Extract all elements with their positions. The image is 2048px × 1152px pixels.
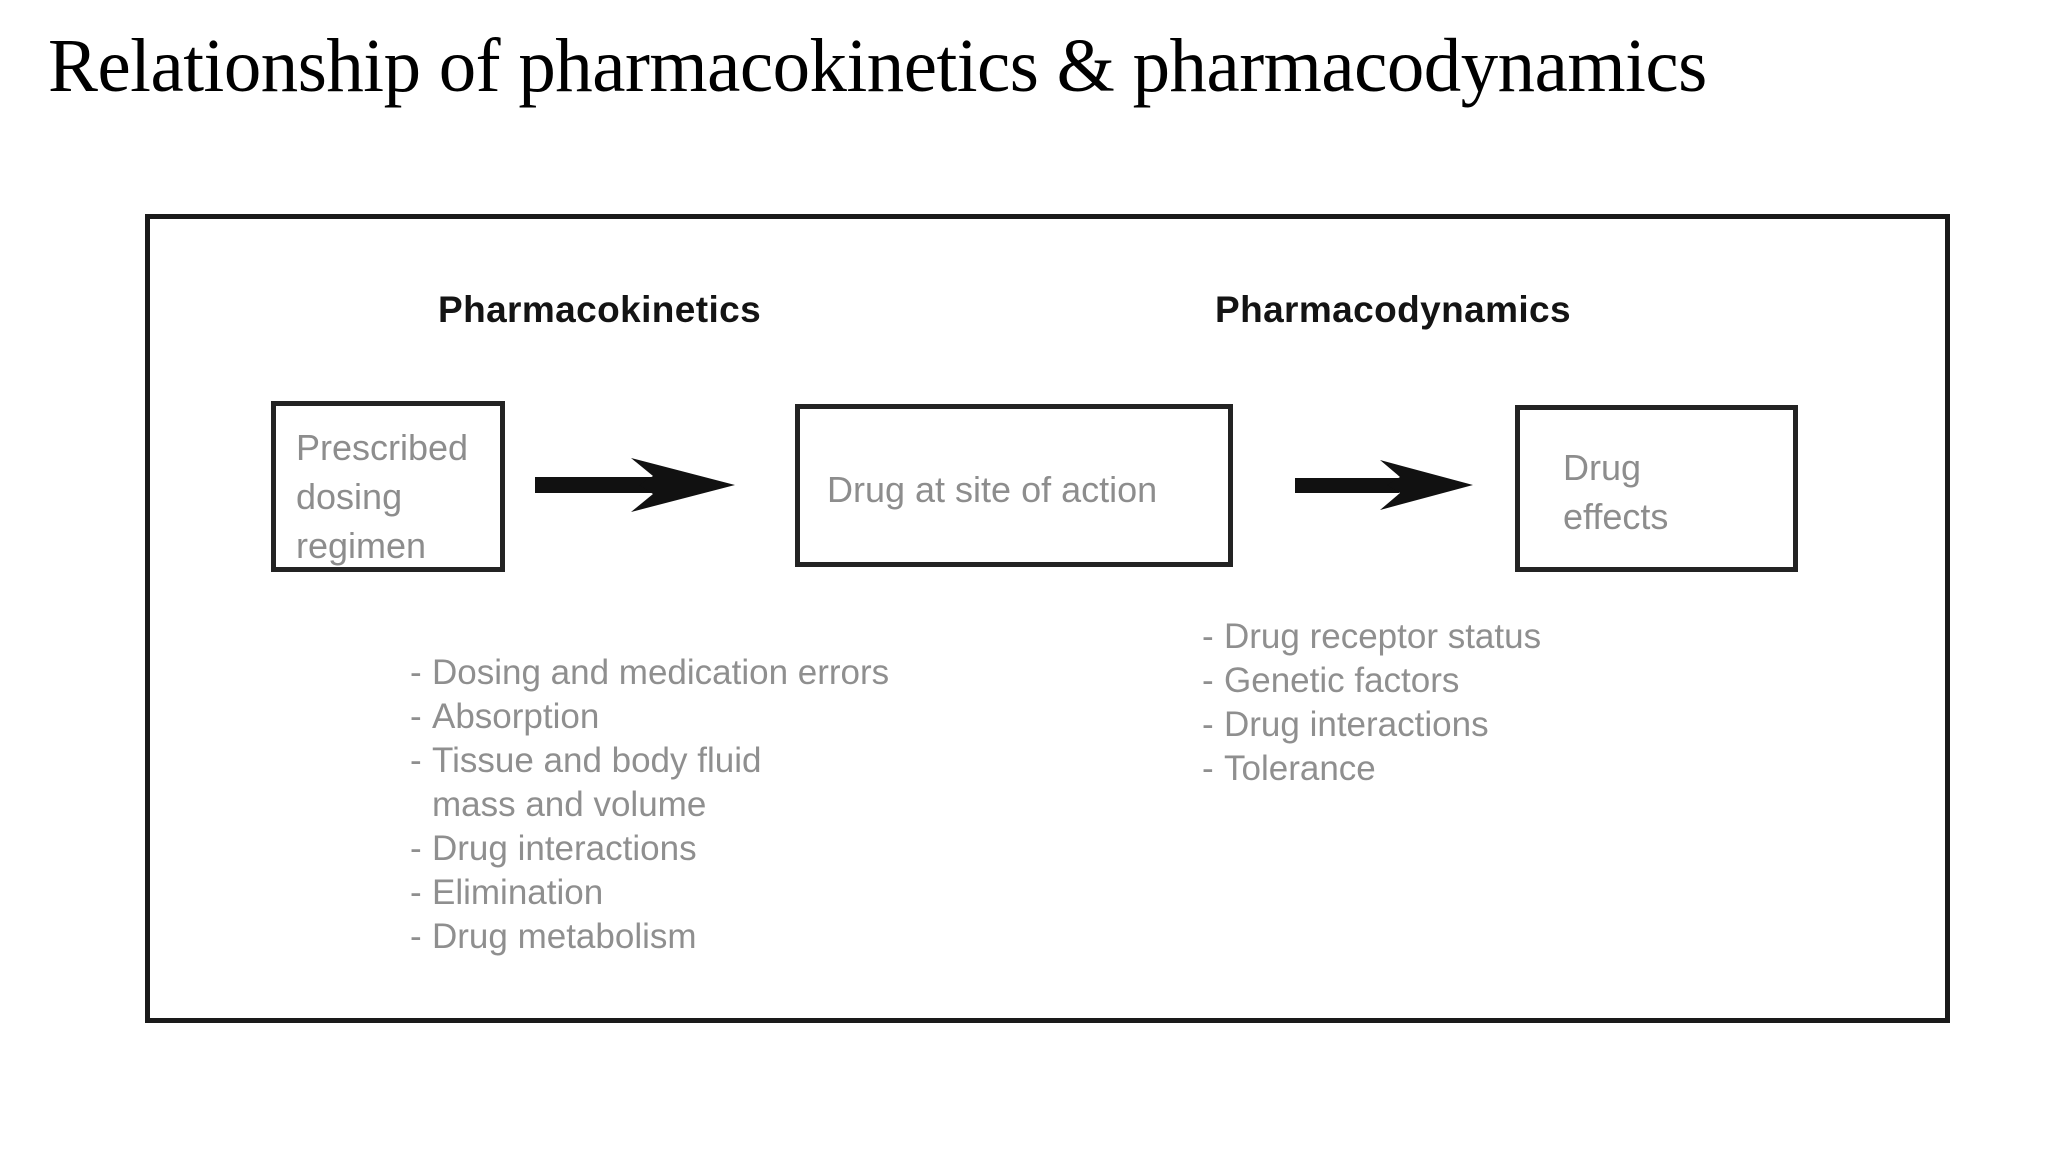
box-prescribed-dosing-regimen-label: Prescribed dosing regimen xyxy=(296,427,469,566)
list-item-label: Tolerance xyxy=(1224,749,1376,788)
list-item: -Genetic factors xyxy=(1202,659,1541,703)
list-item: -Dosing and medication errors xyxy=(410,651,889,695)
list-item-label: Elimination xyxy=(432,873,604,912)
list-bullet-dash: - xyxy=(410,697,422,736)
list-bullet-dash: - xyxy=(1202,749,1214,788)
list-bullet-dash: - xyxy=(410,917,422,956)
list-item-label: Drug receptor status xyxy=(1224,617,1542,656)
figure-frame: Pharmacokinetics Pharmacodynamics Prescr… xyxy=(145,214,1950,1023)
list-item-label: Genetic factors xyxy=(1224,661,1460,700)
box-drug-effects-label: Drug effects xyxy=(1563,447,1669,537)
list-item: -Tissue and body fluid mass and volume xyxy=(410,739,889,827)
list-item: -Drug receptor status xyxy=(1202,615,1541,659)
box-prescribed-dosing-regimen: Prescribed dosing regimen xyxy=(271,401,505,572)
list-pharmacodynamics-factors: -Drug receptor status-Genetic factors-Dr… xyxy=(1202,615,1541,791)
list-item: -Tolerance xyxy=(1202,747,1541,791)
list-item: -Drug interactions xyxy=(1202,703,1541,747)
list-item-label: Tissue and body fluid xyxy=(432,741,762,780)
box-drug-effects: Drug effects xyxy=(1515,405,1798,572)
list-item-label: Drug interactions xyxy=(432,829,697,868)
list-bullet-dash: - xyxy=(410,873,422,912)
arrow-right-icon xyxy=(1295,460,1473,510)
box-drug-at-site-of-action: Drug at site of action xyxy=(795,404,1233,567)
box-drug-at-site-of-action-label: Drug at site of action xyxy=(827,469,1158,510)
page-title: Relationship of pharmacokinetics & pharm… xyxy=(48,24,1707,108)
list-item-label: Drug metabolism xyxy=(432,917,697,956)
list-pharmacokinetics-factors: -Dosing and medication errors-Absorption… xyxy=(410,651,889,959)
list-item-continuation: mass and volume xyxy=(432,785,707,824)
list-bullet-dash: - xyxy=(1202,617,1214,656)
list-item-label: Drug interactions xyxy=(1224,705,1489,744)
list-item-label: Dosing and medication errors xyxy=(432,653,890,692)
list-item: -Elimination xyxy=(410,871,889,915)
list-item: -Drug metabolism xyxy=(410,915,889,959)
list-bullet-dash: - xyxy=(1202,661,1214,700)
list-item: -Absorption xyxy=(410,695,889,739)
list-bullet-dash: - xyxy=(410,653,422,692)
list-item: -Drug interactions xyxy=(410,827,889,871)
list-bullet-dash: - xyxy=(1202,705,1214,744)
heading-pharmacokinetics: Pharmacokinetics xyxy=(438,289,762,330)
heading-pharmacodynamics: Pharmacodynamics xyxy=(1215,289,1572,330)
arrow-right-icon xyxy=(535,458,735,512)
list-bullet-dash: - xyxy=(410,829,422,868)
list-item-label: Absorption xyxy=(432,697,600,736)
figure-canvas: Pharmacokinetics Pharmacodynamics Prescr… xyxy=(150,219,1945,1018)
list-bullet-dash: - xyxy=(410,741,422,780)
